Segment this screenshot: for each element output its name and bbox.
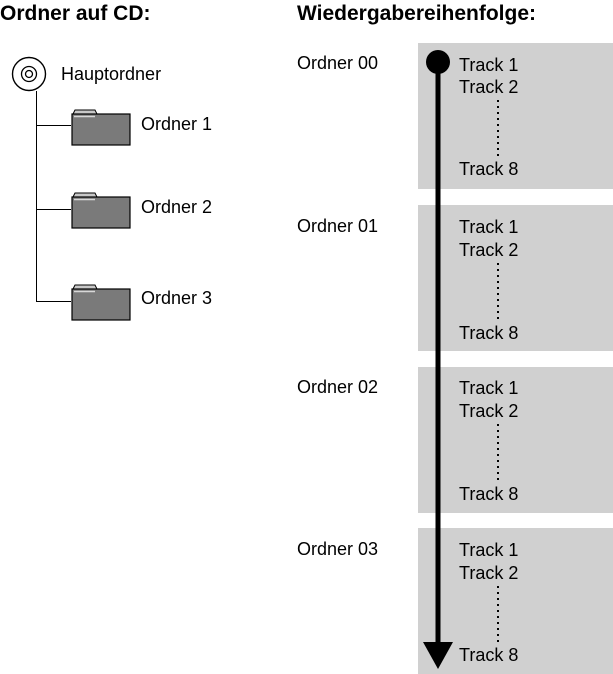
track-label: Track 8 <box>459 484 519 504</box>
playback-folder-label-01: Ordner 01 <box>297 216 379 236</box>
track-label: Track 2 <box>459 77 519 97</box>
playback-panel-01 <box>418 205 613 351</box>
tree-folder-label-2: Ordner 2 <box>141 197 213 217</box>
track-label: Track 8 <box>459 645 519 665</box>
playback-folder-label-00: Ordner 00 <box>297 53 379 73</box>
track-label: Track 1 <box>459 378 519 398</box>
playback-panel-03 <box>418 528 613 674</box>
tree-branch-3 <box>36 301 71 302</box>
cd-icon <box>11 56 47 92</box>
folder-icon <box>71 108 131 146</box>
track-label: Track 1 <box>459 217 519 237</box>
playback-folder-label-03: Ordner 03 <box>297 539 379 559</box>
track-label: Track 1 <box>459 540 519 560</box>
track-label: Track 8 <box>459 159 519 179</box>
playback-panel-00 <box>418 43 613 189</box>
left-heading: Ordner auf CD: <box>0 2 151 25</box>
playback-panel-02 <box>418 367 613 513</box>
arrow-down-icon <box>423 50 453 669</box>
tree-folder-label-1: Ordner 1 <box>141 114 213 134</box>
track-label: Track 2 <box>459 401 519 421</box>
folder-icon <box>71 191 131 229</box>
track-label: Track 1 <box>459 55 519 75</box>
tree-branch-2 <box>36 209 71 210</box>
tree-trunk-line <box>36 91 37 301</box>
right-heading: Wiedergabereihenfolge: <box>297 2 537 25</box>
tree-folder-label-3: Ordner 3 <box>141 288 213 308</box>
root-folder-label: Hauptordner <box>61 64 162 84</box>
track-label: Track 2 <box>459 240 519 260</box>
track-label: Track 2 <box>459 563 519 583</box>
folder-icon <box>71 283 131 321</box>
playback-folder-label-02: Ordner 02 <box>297 377 379 397</box>
track-label: Track 8 <box>459 323 519 343</box>
tree-branch-1 <box>36 125 71 126</box>
